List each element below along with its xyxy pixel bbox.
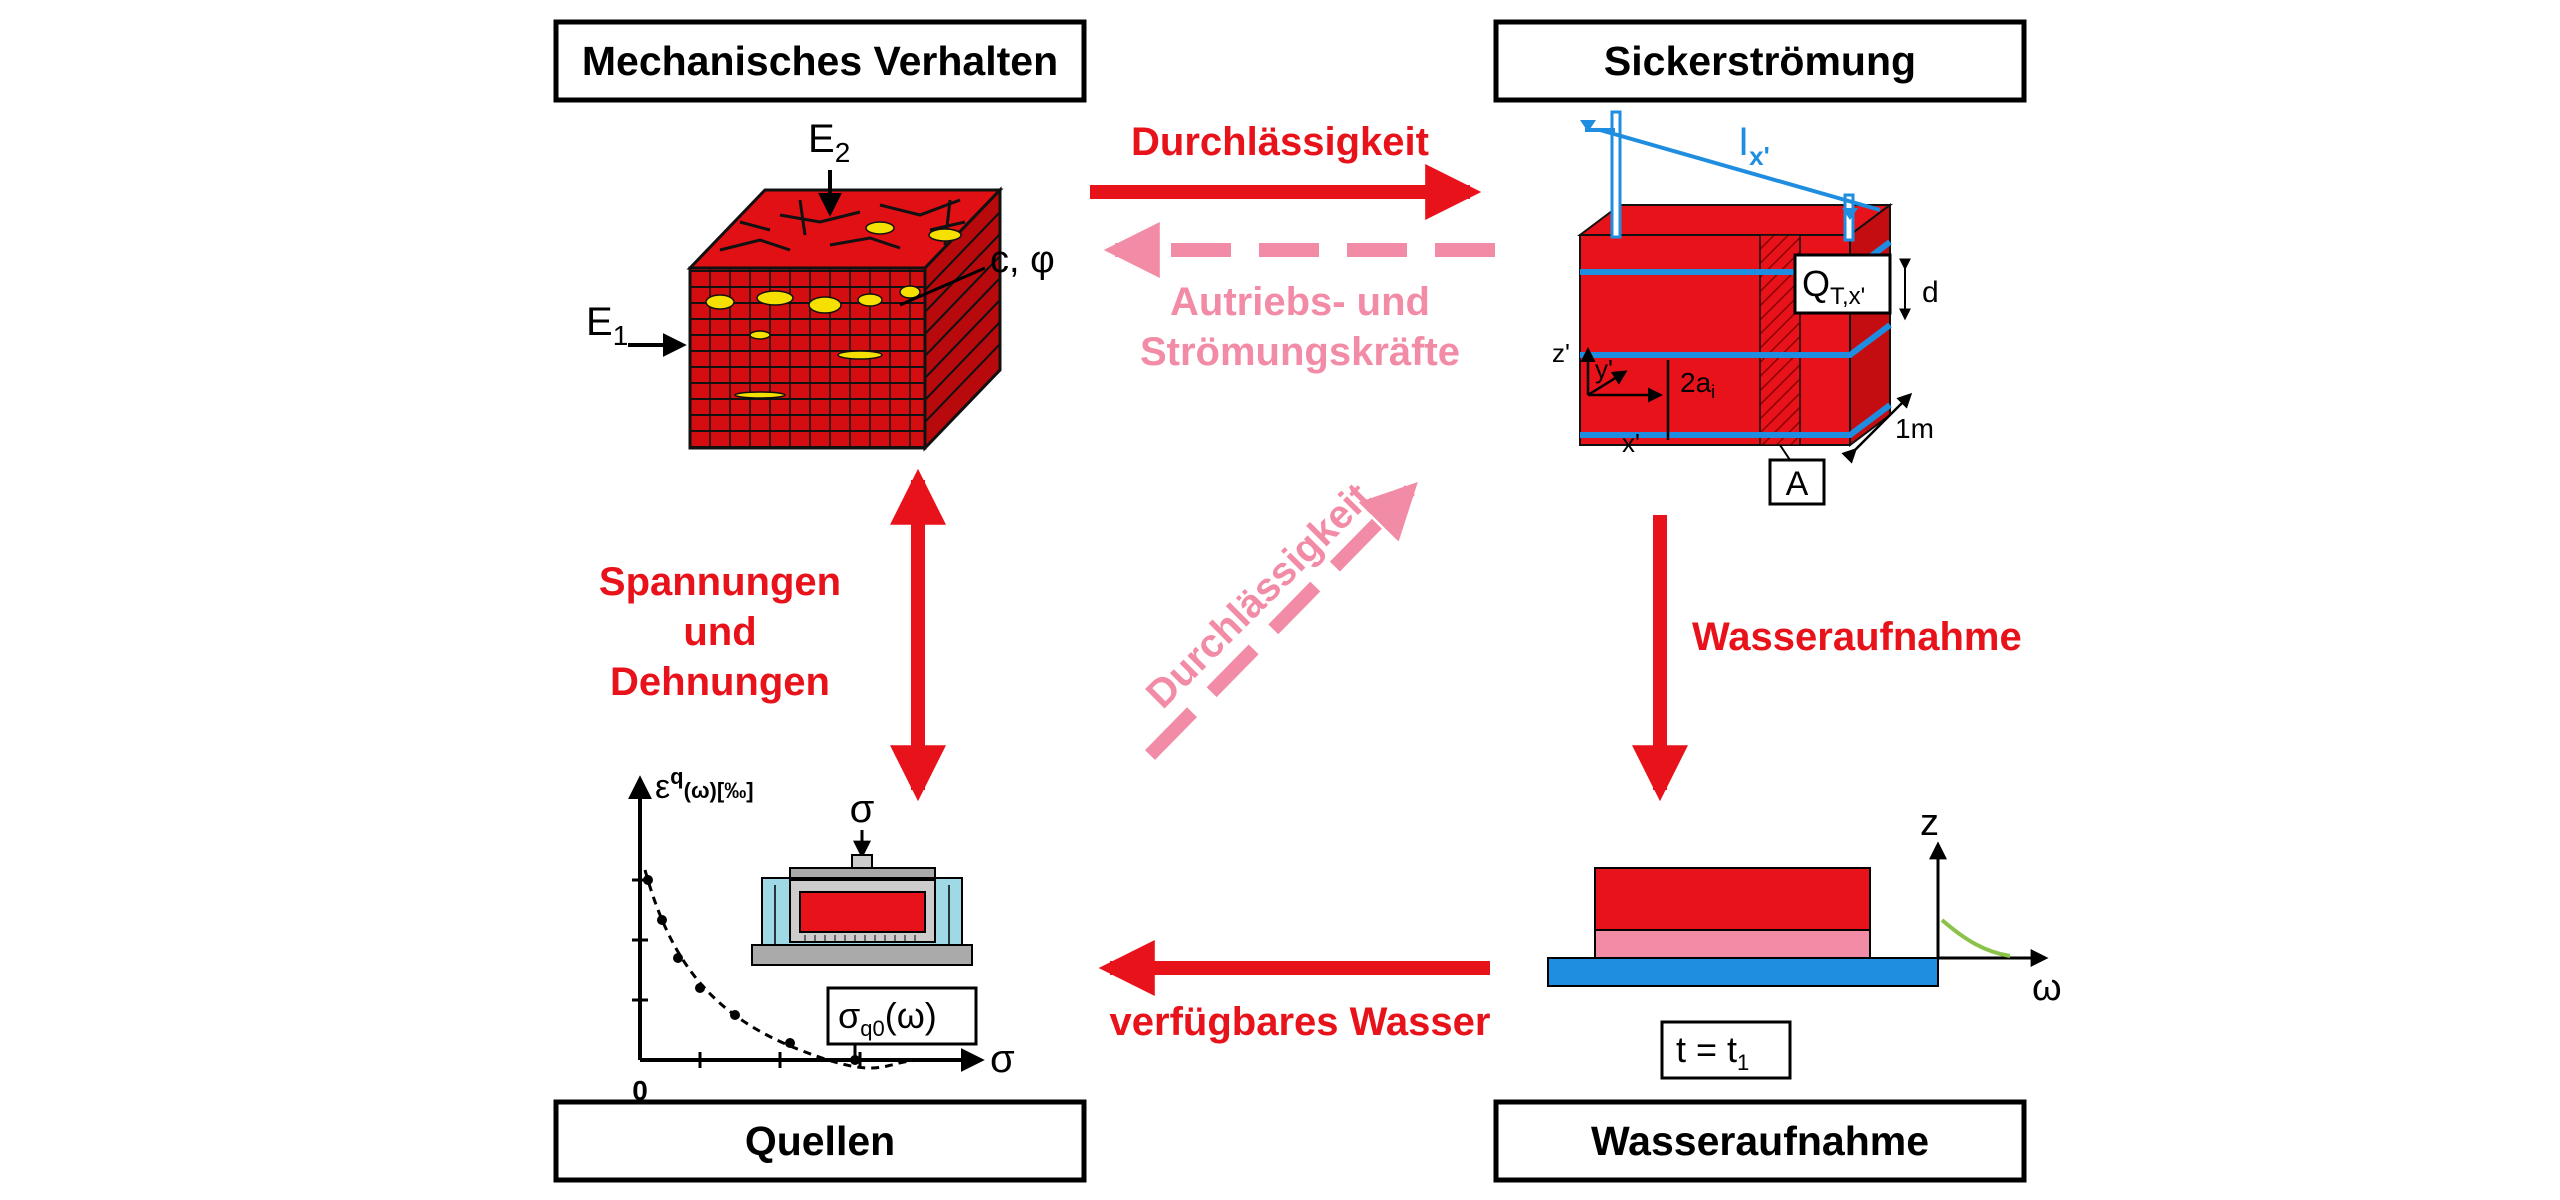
sigma-q0-box: [826, 986, 978, 1046]
rock-block-side-layers: [924, 211, 1001, 423]
rock-block: E2 E1 c, φ: [586, 117, 1055, 452]
aperture-label: 2ai: [1680, 367, 1715, 402]
box-water-uptake: Wasseraufnahme: [1493, 1099, 2027, 1183]
width-label: 1m: [1895, 413, 1934, 444]
swell-x-label: σ: [990, 1037, 1015, 1081]
omega-label: ω: [2032, 967, 2062, 1009]
box-seepage-label: Sickerströmung: [1604, 38, 1916, 84]
sample-wet-zone: [1594, 929, 1871, 959]
arrow-diagonal: Durchlässigkeit: [1138, 475, 1418, 760]
a-box: [1768, 458, 1826, 506]
arrow-top-back-label-1: Autriebs- und: [1170, 280, 1430, 324]
c-phi-label: c, φ: [990, 239, 1055, 281]
oedometer-sigma: σ: [850, 787, 875, 831]
sample-dry-zone: [1594, 867, 1871, 931]
arrow-top-back-label-2: Strömungskräfte: [1140, 330, 1460, 374]
a-label: A: [1786, 465, 1809, 503]
arrow-left-label-1: Spannungen: [599, 560, 841, 604]
z-axis-label: z': [1552, 338, 1570, 368]
rock-block-inclusions: [705, 221, 962, 399]
sigma-q0-label: σq0(ω): [838, 995, 937, 1041]
z-label: z: [1920, 802, 1939, 844]
arrow-top-back: Autriebs- und Strömungskräfte: [1103, 222, 1495, 374]
arrow-diagonal-label: Durchlässigkeit: [1138, 475, 1380, 717]
seepage-block: Ix' QT,x' d z' y' x' 2ai 1m A: [1552, 110, 1939, 506]
arrow-bottom: verfügbares Wasser: [1098, 940, 1491, 1044]
time-label: t = t1: [1676, 1029, 1749, 1075]
oedometer: σ: [751, 787, 973, 966]
swell-y-label: εq(ω)[‰]: [655, 764, 754, 806]
swelling-chart: εq(ω)[‰] σ 0 σq0(ω) σ: [628, 764, 1015, 1106]
box-swelling-label: Quellen: [745, 1118, 895, 1164]
q-box: [1793, 253, 1892, 315]
box-mechanical-label: Mechanisches Verhalten: [582, 38, 1058, 84]
seepage-axes: [1580, 347, 1663, 403]
swell-origin: 0: [632, 1075, 648, 1106]
arrow-left-label-2: und: [683, 610, 756, 654]
box-mechanical: Mechanisches Verhalten: [553, 19, 1087, 103]
box-seepage: Sickerströmung: [1493, 19, 2027, 103]
box-water-uptake-label: Wasseraufnahme: [1591, 1118, 1929, 1164]
arrow-right-label: Wasseraufnahme: [1692, 615, 2022, 659]
arrow-top-forward: Durchlässigkeit: [1090, 120, 1482, 220]
water-layer: [1547, 957, 1939, 987]
arrow-right: Wasseraufnahme: [1632, 515, 2022, 802]
ix-label: Ix': [1738, 120, 1770, 171]
d-label: d: [1922, 276, 1939, 309]
e2-label: E2: [808, 117, 850, 168]
e1-label: E1: [586, 300, 628, 351]
x-axis-label: x': [1622, 428, 1640, 458]
arrow-top-forward-label: Durchlässigkeit: [1131, 120, 1429, 164]
c-phi-pointer: [899, 266, 986, 307]
arrow-left: Spannungen und Dehnungen: [599, 468, 946, 802]
y-axis-label: y': [1595, 354, 1613, 384]
width-dimension: [1841, 392, 1913, 464]
arrow-left-label-3: Dehnungen: [610, 660, 830, 704]
q-label: QT,x': [1802, 263, 1865, 310]
time-box: [1660, 1020, 1792, 1080]
box-swelling: Quellen: [553, 1099, 1087, 1183]
seepage-piezometers: [1580, 110, 1881, 242]
moisture-profile: [1940, 918, 2011, 958]
arrow-bottom-label: verfügbares Wasser: [1110, 1000, 1491, 1044]
water-uptake-sketch: z ω t = t1: [1547, 802, 2062, 1080]
